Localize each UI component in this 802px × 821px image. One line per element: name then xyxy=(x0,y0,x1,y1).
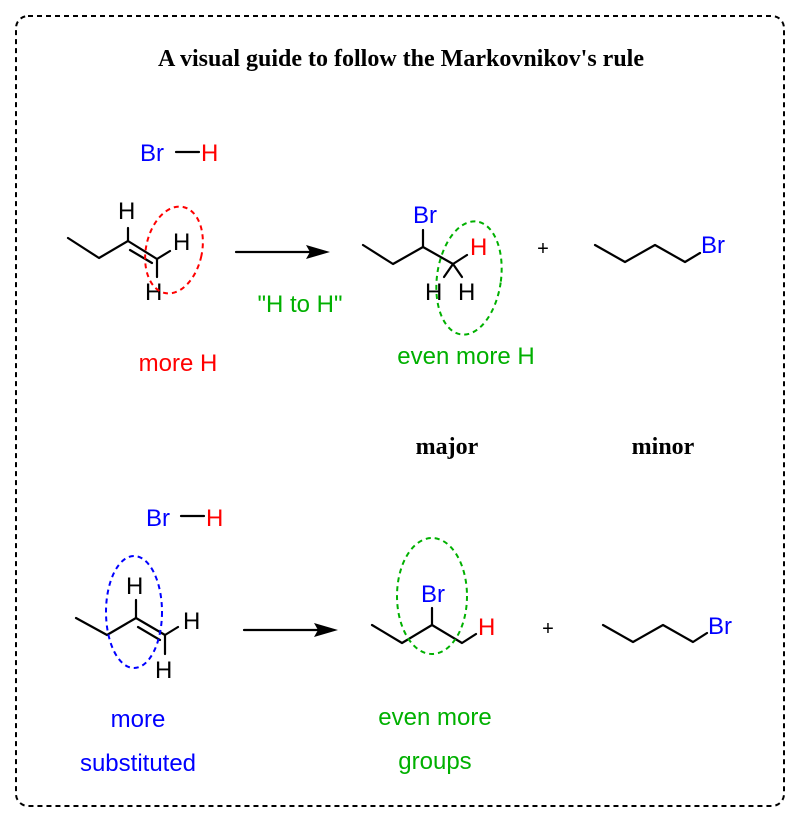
h-atom: H xyxy=(458,279,475,306)
bottom-major-product: Br H xyxy=(370,537,495,655)
more-substituted-note-line2: substituted xyxy=(80,750,196,777)
major-label: major xyxy=(416,434,479,460)
plus-sign: + xyxy=(537,238,549,260)
br-atom: Br xyxy=(701,232,725,259)
carbon-chain xyxy=(66,236,159,261)
red-highlight-ellipse xyxy=(144,205,204,295)
more-h-note: more H xyxy=(139,350,218,377)
c-h-bond xyxy=(451,262,464,279)
reagent-br: Br xyxy=(140,140,164,167)
arrowhead-icon xyxy=(306,245,330,259)
top-major-product: Br H H H xyxy=(361,202,503,336)
h-atom: H xyxy=(145,279,162,306)
h-atom: H xyxy=(425,279,442,306)
br-atom: Br xyxy=(708,613,732,640)
even-more-h-note: even more H xyxy=(397,343,534,370)
more-substituted-note-line1: more xyxy=(111,706,166,733)
top-reaction-arrow xyxy=(234,245,330,259)
green-highlight-ellipse xyxy=(396,537,468,655)
reagent-br: Br xyxy=(146,505,170,532)
minor-label: minor xyxy=(632,434,695,460)
h-atom: H xyxy=(173,229,190,256)
green-highlight-ellipse xyxy=(435,220,503,336)
carbon-chain xyxy=(74,616,167,637)
c-h-bond xyxy=(163,625,180,637)
top-minor-product: Br xyxy=(593,232,725,264)
top-reactant-1-butene: H H H xyxy=(66,198,204,306)
dashed-frame xyxy=(15,15,785,807)
added-h-atom: H xyxy=(478,614,495,641)
carbon-chain xyxy=(601,623,709,644)
double-bond xyxy=(128,248,154,265)
c-h-bond xyxy=(442,262,455,279)
h-to-h-label: "H to H" xyxy=(257,291,342,318)
added-h-atom: H xyxy=(470,234,487,261)
c-h-bond xyxy=(451,253,469,266)
c-h-bond xyxy=(155,249,172,261)
h-atom: H xyxy=(155,657,172,684)
br-atom: Br xyxy=(421,581,445,608)
carbon-chain xyxy=(593,243,702,264)
diagram-title: A visual guide to follow the Markovnikov… xyxy=(158,46,644,72)
arrowhead-icon xyxy=(314,623,338,637)
bottom-reagent-hbr: Br H xyxy=(146,505,223,532)
carbon-chain xyxy=(361,243,455,266)
bottom-minor-product: Br xyxy=(601,613,732,644)
bottom-reaction-arrow xyxy=(242,623,338,637)
plus-sign: + xyxy=(542,618,554,640)
reagent-h: H xyxy=(206,505,223,532)
h-atom: H xyxy=(183,608,200,635)
double-bond xyxy=(136,625,162,642)
reagent-h: H xyxy=(201,140,218,167)
even-more-groups-note-line2: groups xyxy=(398,748,471,775)
top-reagent-hbr: Br H xyxy=(140,140,218,167)
h-atom: H xyxy=(126,573,143,600)
even-more-groups-note-line1: even more xyxy=(378,704,491,731)
carbon-chain xyxy=(370,623,478,645)
blue-highlight-ellipse xyxy=(105,555,163,669)
br-atom: Br xyxy=(413,202,437,229)
h-atom: H xyxy=(118,198,135,225)
bottom-reactant-2-butene: H H H xyxy=(74,555,200,684)
